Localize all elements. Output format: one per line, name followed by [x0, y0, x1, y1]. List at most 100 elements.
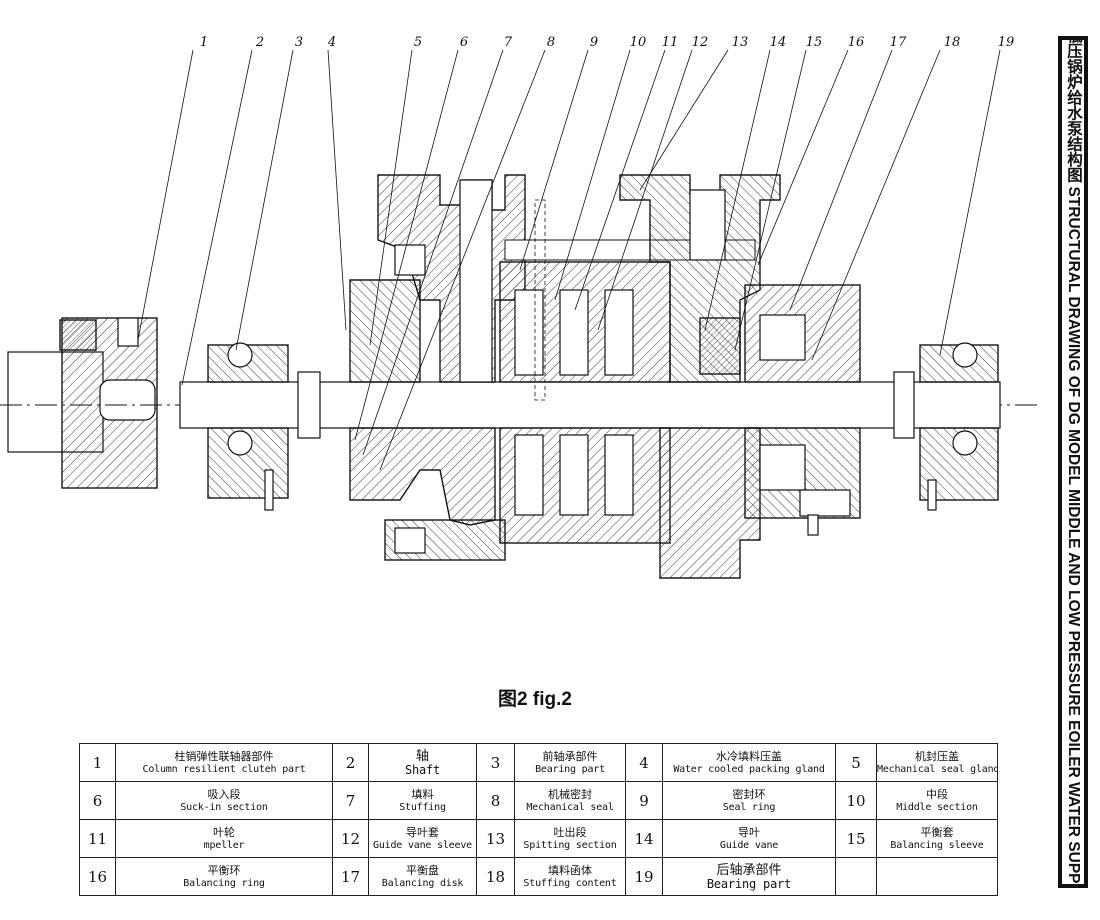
balance-housing: [744, 284, 861, 536]
part-name-en: Guide vane: [719, 839, 779, 851]
part-name-zh: 水冷填料压盖: [716, 749, 782, 763]
part-number: 5: [835, 743, 877, 782]
callout-9: 9: [590, 35, 598, 50]
part-number: 8: [476, 781, 515, 820]
part-name-zh: 机械密封: [548, 787, 592, 801]
part-name-zh: 密封环: [732, 787, 766, 801]
part-number: 19: [625, 857, 663, 896]
callout-7: 7: [504, 35, 513, 50]
part-name-en: Balancing disk: [381, 877, 464, 889]
part-name-zh: 柱销弹性联轴器部件: [174, 749, 274, 763]
part-number: 1: [79, 743, 116, 782]
part-name-zh: 平衡套: [920, 825, 954, 839]
part-name-en: Bearing part: [706, 876, 792, 891]
callout-13: 13: [732, 35, 749, 50]
callout-19: 19: [998, 35, 1015, 50]
part-number: 7: [332, 781, 369, 820]
part-number: 16: [79, 857, 116, 896]
part-name-zh: 前轴承部件: [542, 749, 598, 763]
part-name-en: Shaft: [404, 762, 441, 777]
part-number: 11: [79, 819, 116, 858]
callout-6: 6: [460, 35, 468, 50]
part-name-zh: 吸入段: [207, 787, 241, 801]
part-number: 10: [835, 781, 877, 820]
part-number: [835, 857, 877, 896]
part-name-en: Water cooled packing gland: [673, 763, 825, 775]
part-number: 17: [332, 857, 369, 896]
part-name-en: Spitting section: [523, 839, 617, 851]
part-name-en: Guide vane sleeve: [373, 839, 472, 851]
callout-10: 10: [630, 35, 647, 50]
callout-15: 15: [806, 35, 823, 50]
part-number: 4: [625, 743, 663, 782]
callout-5: 5: [414, 35, 422, 50]
part-name-en: mpeller: [203, 839, 245, 851]
callout-12: 12: [692, 35, 709, 50]
figure-caption: 图2 fig.2: [498, 689, 572, 710]
leader-lines: [137, 49, 1001, 471]
callout-2: 2: [255, 35, 264, 50]
middle-sections: [499, 199, 671, 544]
callout-16: 16: [848, 35, 865, 50]
part-name-zh: 填料函体: [548, 863, 592, 877]
side-title-banner: DG型中低压锅炉给水泵结构图 STRUCTURAL DRAWING OF DG …: [1058, 36, 1088, 888]
part-name-en: Suck-in section: [180, 801, 268, 813]
part-number: 14: [625, 819, 663, 858]
part-name-en: Seal ring: [722, 801, 776, 813]
callout-18: 18: [944, 35, 961, 50]
part-number: 15: [835, 819, 877, 858]
part-name-en: Stuffing content: [523, 877, 617, 889]
part-name-zh: 填料: [411, 787, 434, 801]
part-name-zh: 导叶: [738, 825, 760, 839]
part-name-zh: 平衡环: [207, 863, 241, 877]
callout-4: 4: [327, 35, 336, 50]
part-name-zh: 后轴承部件: [716, 862, 782, 878]
part-name-en: Middle section: [896, 801, 978, 813]
part-name-en: Balancing ring: [183, 877, 265, 889]
part-name-en: Mechanical seal gland: [877, 763, 998, 775]
part-name-en: Bearing part: [535, 763, 605, 775]
part-number: 12: [332, 819, 369, 858]
rear-bearing: [919, 342, 999, 511]
callout-1: 1: [200, 35, 208, 50]
part-name-en: Stuffing: [399, 801, 446, 813]
part-name-zh: 导叶套: [406, 825, 439, 839]
part-number: 13: [476, 819, 515, 858]
part-name-zh: 机封压盖: [915, 749, 959, 763]
front-bearing: [207, 342, 289, 511]
part-name-zh: 平衡盘: [406, 863, 439, 877]
callout-8: 8: [547, 35, 555, 50]
part-name-en: Balancing sleeve: [890, 839, 984, 851]
callout-14: 14: [770, 35, 787, 50]
part-number: 3: [476, 743, 515, 782]
pump-cross-section-drawing: 1 2 3 4 5 6 7 8 9 10 11 12 13 14 15 16 1…: [0, 35, 1040, 579]
part-number: 18: [476, 857, 515, 896]
part-name-zh: 叶轮: [213, 825, 235, 839]
callout-17: 17: [890, 35, 907, 50]
part-description: [876, 857, 998, 896]
part-name-zh: 中段: [926, 787, 948, 801]
callout-3: 3: [295, 35, 303, 50]
part-number: 2: [332, 743, 369, 782]
part-name-en: Mechanical seal: [526, 801, 614, 813]
